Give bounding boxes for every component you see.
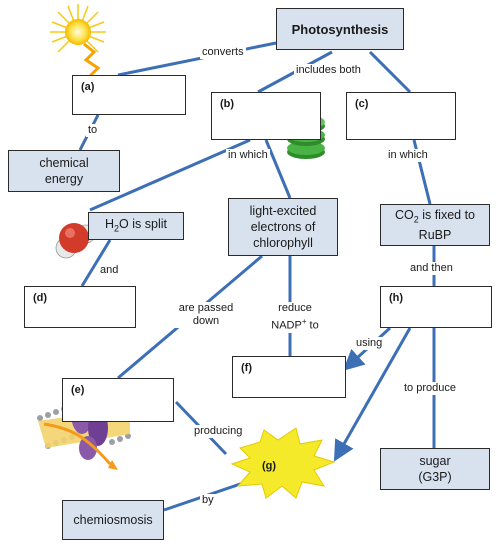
box-c[interactable]: (c)	[346, 92, 456, 140]
co2-text: CO2 is fixed to RuBP	[394, 207, 476, 243]
box-a-label: (a)	[81, 81, 95, 93]
chemical-energy-box: chemical energy	[8, 150, 120, 192]
link-to-produce: to produce	[402, 382, 458, 395]
line-photosynthesis-to-a	[117, 41, 277, 77]
box-e[interactable]: (e)	[62, 378, 174, 422]
box-h-label: (h)	[389, 292, 404, 304]
box-d[interactable]: (d)	[24, 286, 136, 328]
photosynthesis-title: Photosynthesis	[291, 21, 389, 37]
box-c-label: (c)	[355, 98, 369, 110]
water-split-text: H2O is split	[105, 216, 167, 234]
box-f[interactable]: (f)	[232, 356, 346, 398]
sun-icon	[50, 4, 108, 94]
link-are-passed-down: are passed down	[172, 302, 240, 328]
link-includes-both: includes both	[294, 64, 363, 77]
box-e-label: (e)	[71, 384, 85, 396]
light-excited-text: light-excited electrons of chlorophyll	[249, 204, 317, 250]
link-in-which-c: in which	[386, 149, 430, 162]
line-b-to-water-split	[89, 138, 251, 212]
chemiosmosis-box: chemiosmosis	[62, 500, 164, 540]
link-using: using	[354, 337, 385, 350]
chemical-energy-text: chemical energy	[39, 156, 89, 186]
chemiosmosis-text: chemiosmosis	[73, 513, 153, 527]
link-in-which-b: in which	[226, 149, 270, 162]
sugar-text: sugar (G3P)	[418, 454, 452, 484]
line-h-to-g	[333, 327, 412, 462]
line-water-to-d	[80, 239, 112, 287]
burst-shape	[230, 427, 336, 499]
link-converts: converts	[200, 46, 246, 59]
link-by: by	[200, 494, 216, 507]
link-and-then: and then	[408, 262, 455, 275]
link-to: to	[86, 124, 100, 137]
sugar-box: sugar (G3P)	[380, 448, 490, 490]
box-h[interactable]: (h)	[380, 286, 492, 328]
box-b[interactable]: (b)	[211, 92, 321, 140]
box-f-label: (f)	[241, 362, 252, 374]
line-b-to-light-excited	[264, 139, 292, 199]
water-split-box: H2O is split	[88, 212, 184, 240]
box-d-label: (d)	[33, 292, 48, 304]
co2-box: CO2 is fixed to RuBP	[380, 204, 490, 246]
box-g-label[interactable]: (g)	[262, 460, 277, 472]
link-and: and	[98, 264, 121, 277]
box-a[interactable]: (a)	[72, 75, 186, 115]
box-b-label: (b)	[220, 98, 235, 110]
light-excited-box: light-excited electrons of chlorophyll	[228, 198, 338, 256]
photosynthesis-box: Photosynthesis	[276, 8, 404, 50]
line-photosynthesis-to-c	[368, 50, 412, 94]
link-producing: producing	[192, 425, 245, 438]
